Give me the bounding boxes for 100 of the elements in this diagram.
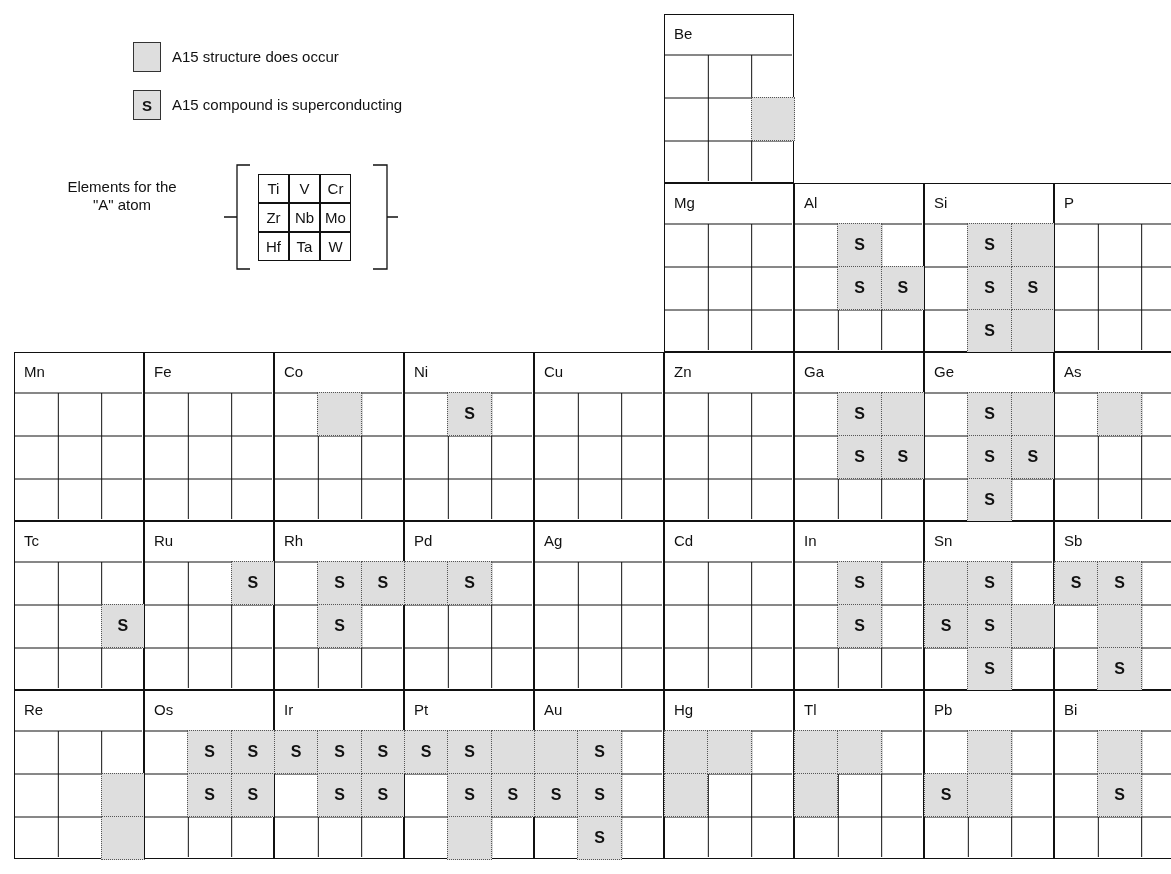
shaded-cell: [100, 816, 145, 860]
element-tile: [794, 521, 924, 690]
element-tile: [1054, 690, 1171, 859]
superconducting-cell: S: [837, 435, 882, 479]
key-cell: Nb: [289, 203, 320, 232]
element-symbol: Mn: [24, 363, 45, 381]
superconducting-cell: S: [967, 435, 1012, 479]
element-tile: [794, 690, 924, 859]
element-tile: [1054, 183, 1171, 352]
superconducting-cell: S: [967, 392, 1012, 436]
superconducting-cell: S: [837, 604, 882, 648]
superconducting-cell: S: [100, 604, 145, 648]
superconducting-cell: S: [967, 309, 1012, 353]
shaded-cell: [1097, 730, 1142, 774]
element-symbol: P: [1064, 194, 1074, 212]
superconducting-cell: S: [880, 435, 925, 479]
element-tile: [404, 352, 534, 521]
shaded-cell: [1010, 309, 1055, 353]
element-tile: [664, 690, 794, 859]
shaded-cell: [1010, 223, 1055, 267]
element-tile: [664, 352, 794, 521]
element-symbol: Os: [154, 701, 174, 719]
element-tile: [144, 352, 274, 521]
element-symbol: As: [1064, 363, 1082, 381]
superconducting-cell: S: [447, 561, 492, 605]
superconducting-cell: S: [577, 730, 622, 774]
shaded-cell: [317, 392, 362, 436]
element-symbol: Tl: [804, 701, 817, 719]
element-symbol: Tc: [24, 532, 39, 550]
element-symbol: Pd: [414, 532, 433, 550]
superconducting-cell: S: [1010, 266, 1055, 310]
superconducting-cell: S: [577, 816, 622, 860]
key-cell: W: [320, 232, 351, 261]
element-symbol: Ni: [414, 363, 429, 381]
element-tile: [404, 690, 534, 859]
element-symbol: Re: [24, 701, 44, 719]
element-symbol: Ir: [284, 701, 294, 719]
superconducting-cell: S: [274, 730, 319, 774]
superconducting-cell: S: [404, 730, 449, 774]
element-tile: [144, 690, 274, 859]
key-cell: Zr: [258, 203, 289, 232]
superconducting-cell: S: [360, 773, 405, 817]
element-tile: [144, 521, 274, 690]
superconducting-cell: S: [317, 730, 362, 774]
shaded-cell: [794, 773, 839, 817]
superconducting-cell: S: [967, 223, 1012, 267]
key-cell: Ti: [258, 174, 289, 203]
shaded-cell: [794, 730, 839, 774]
element-symbol: Al: [804, 194, 818, 212]
shaded-cell: [1097, 392, 1142, 436]
element-tile: [274, 690, 404, 859]
element-symbol: Rh: [284, 532, 304, 550]
superconducting-cell: S: [967, 647, 1012, 691]
shaded-cell: [664, 773, 709, 817]
superconducting-cell: S: [837, 223, 882, 267]
element-tile: [1054, 352, 1171, 521]
element-tile: [274, 521, 404, 690]
element-tile: [924, 521, 1054, 690]
shaded-cell: [924, 561, 969, 605]
key-cell: Cr: [320, 174, 351, 203]
element-symbol: Zn: [674, 363, 692, 381]
superconducting-cell: S: [967, 478, 1012, 522]
shaded-cell: [1010, 392, 1055, 436]
superconducting-cell: S: [447, 392, 492, 436]
key-cell: Ta: [289, 232, 320, 261]
element-tile: [794, 183, 924, 352]
legend-text: A15 structure does occur: [172, 48, 339, 65]
element-tile: [794, 352, 924, 521]
element-symbol: Au: [544, 701, 563, 719]
element-symbol: Be: [674, 25, 693, 43]
element-symbol: Fe: [154, 363, 172, 381]
superconducting-cell: S: [447, 730, 492, 774]
element-symbol: Ru: [154, 532, 174, 550]
element-tile: [1054, 521, 1171, 690]
superconducting-cell: S: [1097, 773, 1142, 817]
element-tile: [14, 690, 144, 859]
element-symbol: Ga: [804, 363, 824, 381]
superconducting-cell: S: [534, 773, 579, 817]
element-symbol: Pt: [414, 701, 429, 719]
element-symbol: Sb: [1064, 532, 1083, 550]
superconducting-cell: S: [1010, 435, 1055, 479]
element-symbol: Si: [934, 194, 948, 212]
superconducting-cell: S: [837, 561, 882, 605]
element-tile: [924, 352, 1054, 521]
superconducting-cell: S: [1097, 561, 1142, 605]
key-cell: Hf: [258, 232, 289, 261]
superconducting-cell: S: [837, 392, 882, 436]
shaded-cell: [967, 730, 1012, 774]
element-symbol: Ge: [934, 363, 954, 381]
shaded-cell: [100, 773, 145, 817]
superconducting-cell: S: [924, 604, 969, 648]
shaded-cell: [447, 816, 492, 860]
shaded-cell: [1097, 604, 1142, 648]
superconducting-cell: S: [967, 561, 1012, 605]
superconducting-cell: S: [837, 266, 882, 310]
element-tile: [534, 352, 664, 521]
superconducting-cell: S: [967, 266, 1012, 310]
superconducting-cell: S: [577, 773, 622, 817]
element-symbol: Mg: [674, 194, 695, 212]
superconducting-cell: S: [230, 773, 275, 817]
